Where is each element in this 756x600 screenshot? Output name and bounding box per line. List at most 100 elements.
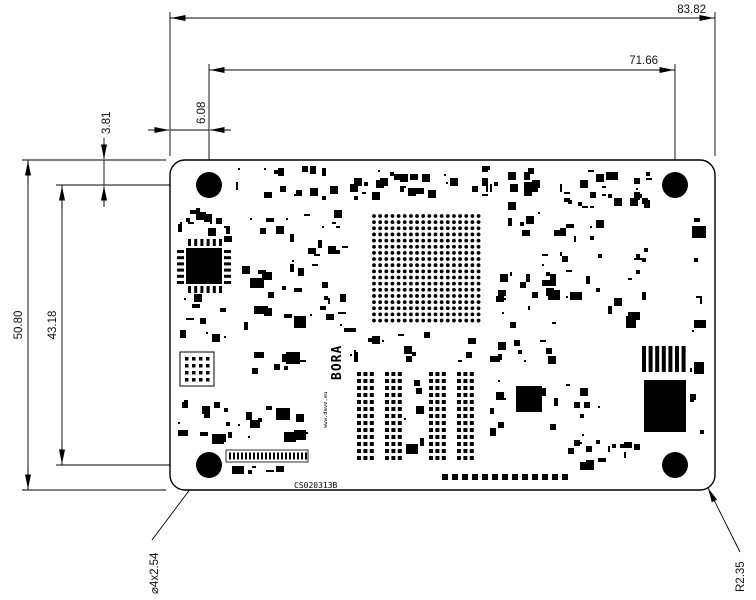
pad xyxy=(690,398,694,402)
bga-pad xyxy=(378,232,383,237)
bga-pad xyxy=(476,318,481,323)
bga-pad xyxy=(445,306,450,311)
pad xyxy=(220,308,226,312)
ic-pin xyxy=(177,256,184,260)
ic-pin xyxy=(224,256,231,260)
pad xyxy=(244,322,248,330)
connector-pad xyxy=(369,442,374,446)
bga-pad xyxy=(439,294,444,298)
connector-pin xyxy=(269,452,271,460)
pad xyxy=(224,226,226,228)
connector-pad xyxy=(429,379,433,383)
bga-pad xyxy=(470,300,475,304)
pad xyxy=(342,246,348,248)
pad xyxy=(528,168,534,174)
pad xyxy=(560,184,562,192)
pad xyxy=(322,226,324,228)
pad xyxy=(502,312,504,314)
pad xyxy=(550,274,556,280)
ic-pin xyxy=(177,250,184,253)
bga-pad xyxy=(476,238,481,243)
bga-pad xyxy=(464,214,469,218)
pad xyxy=(548,356,556,364)
dim-hole-pitch-x: 71.66 xyxy=(629,55,658,67)
bga-pad xyxy=(445,263,450,268)
pad xyxy=(642,258,646,262)
connector-pad xyxy=(441,421,446,425)
connector-pad xyxy=(469,407,474,411)
pad xyxy=(310,188,318,196)
bga-pad xyxy=(421,318,426,323)
pad xyxy=(694,258,698,262)
pad xyxy=(296,414,304,422)
bga-pad xyxy=(409,238,413,243)
bga-pad xyxy=(445,312,450,317)
bga-pad xyxy=(452,275,456,280)
bga-pad xyxy=(409,294,413,298)
bga-pad xyxy=(445,300,450,304)
pad xyxy=(540,340,546,342)
bga-pad xyxy=(384,300,389,304)
connector-pad xyxy=(441,442,446,446)
bga-pad xyxy=(372,251,376,255)
pad xyxy=(280,186,286,192)
bga-pad xyxy=(458,226,462,231)
connector-pad xyxy=(391,372,396,376)
bga-pad xyxy=(415,263,419,268)
pad xyxy=(634,178,640,184)
bga-pad xyxy=(421,263,426,268)
bga-pad xyxy=(390,214,395,218)
ic-pad xyxy=(206,364,210,368)
pad xyxy=(552,322,556,324)
bga-pad xyxy=(433,300,438,304)
pad xyxy=(700,298,702,304)
connector-pad xyxy=(397,379,402,383)
mounting-hole-top-right xyxy=(662,172,688,198)
pad xyxy=(182,402,188,408)
bga-pad xyxy=(384,269,389,274)
bga-pad xyxy=(427,232,432,237)
pad xyxy=(250,218,252,220)
pad xyxy=(308,248,316,254)
bga-pad xyxy=(402,275,407,280)
connector-pad xyxy=(441,386,446,390)
pad xyxy=(578,202,582,206)
bga-pad xyxy=(476,294,481,298)
pad xyxy=(606,172,618,180)
pad xyxy=(526,274,530,282)
bga-pad xyxy=(396,263,401,268)
pad xyxy=(568,200,572,204)
bga-pad xyxy=(470,220,475,225)
bga-pad xyxy=(458,220,462,225)
bga-pad xyxy=(409,275,413,280)
bga-pad xyxy=(384,226,389,231)
bga-pad xyxy=(409,263,413,268)
bga-pad xyxy=(464,312,469,317)
bga-pad xyxy=(372,244,376,249)
pad xyxy=(542,254,548,256)
pad xyxy=(602,186,606,188)
dim-board-width: 83.82 xyxy=(677,4,706,16)
connector-pad xyxy=(463,456,468,460)
pad xyxy=(186,318,194,320)
pad xyxy=(468,338,476,344)
connector-pad xyxy=(469,421,474,425)
bga-pad xyxy=(439,257,444,261)
pad xyxy=(276,226,284,234)
bga-pad xyxy=(452,251,456,255)
connector-pad xyxy=(429,421,433,425)
pad xyxy=(526,216,534,224)
pad xyxy=(310,166,316,174)
pad xyxy=(204,214,212,222)
connector-pad xyxy=(397,393,402,397)
bga-pad xyxy=(458,214,462,218)
connector-pad xyxy=(391,400,396,404)
connector-pin xyxy=(233,452,235,460)
bga-pad xyxy=(433,220,438,225)
bga-pad xyxy=(390,251,395,255)
bga-pad xyxy=(396,226,401,231)
connector-pad xyxy=(441,379,446,383)
pad xyxy=(566,224,574,228)
bga-pad xyxy=(390,244,395,249)
connector-pad xyxy=(469,372,474,376)
